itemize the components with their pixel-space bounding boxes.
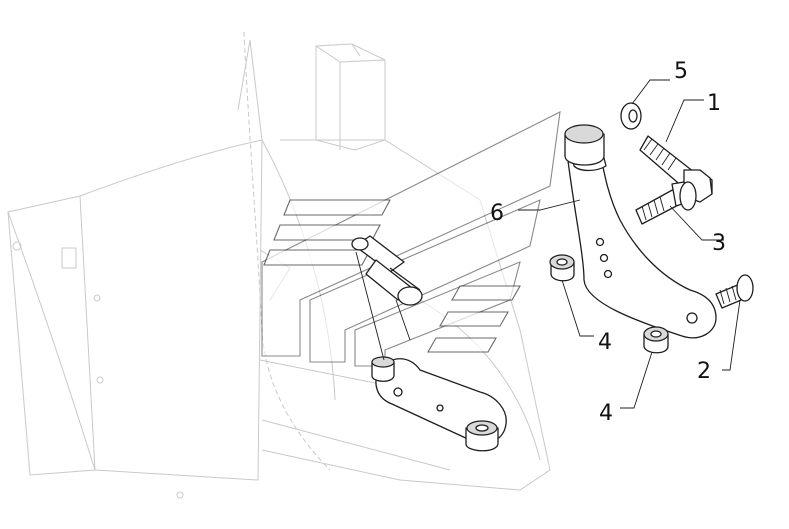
mounted-bracket-assembly (351, 235, 507, 452)
part-5-washer (620, 102, 642, 130)
callout-2: 2 (697, 359, 711, 384)
part-3-carriage-bolt (635, 181, 697, 225)
callout-labels: 1 2 3 4 4 5 6 (490, 59, 726, 426)
part-6-bracket-plate (564, 124, 717, 339)
callout-5: 5 (674, 59, 688, 84)
leader-6 (518, 199, 581, 211)
callout-6: 6 (490, 201, 504, 226)
leader-2 (722, 299, 741, 371)
leader-lines (518, 79, 741, 409)
leader-4-upper (561, 279, 594, 337)
callout-3: 3 (712, 231, 726, 256)
leader-1 (665, 99, 704, 143)
callout-4-upper: 4 (598, 330, 612, 355)
part-2-carriage-bolt (715, 274, 754, 309)
leader-5 (631, 79, 670, 105)
leader-3 (669, 205, 724, 241)
watermark-logo (261, 111, 561, 367)
part-4-nut-lower (643, 326, 669, 354)
callout-4-lower: 4 (599, 401, 613, 426)
leader-4-lower (620, 351, 653, 409)
callout-1: 1 (707, 91, 721, 116)
part-4-nut-upper (549, 254, 575, 282)
